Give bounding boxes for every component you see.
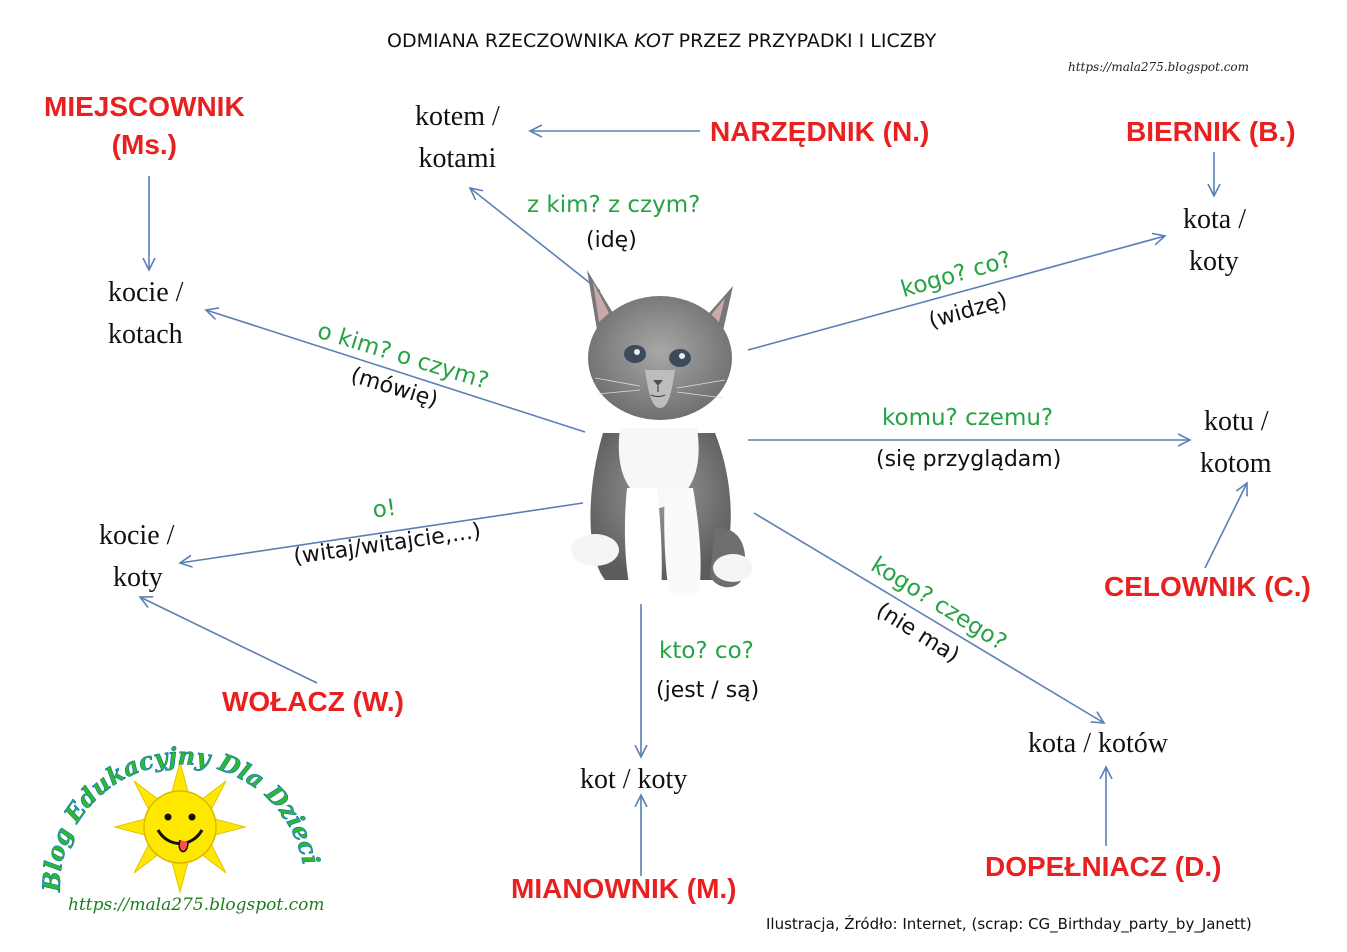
question-mianownik: kto? co?: [659, 638, 754, 664]
arrow-w-label: [140, 597, 318, 684]
case-narzednik: NARZĘDNIK (N.): [710, 116, 930, 147]
image-credit: Ilustracja, Źródło: Internet, (scrap: CG…: [766, 915, 1252, 933]
blog-url: https://mala275.blogspot.com: [1068, 60, 1250, 74]
arrow-to-ms: [206, 310, 586, 433]
case-biernik: BIERNIK (B.): [1126, 116, 1296, 147]
context-celownik: (się przyglądam): [876, 447, 1062, 472]
case-dopelniacz: DOPEŁNIACZ (D.): [985, 851, 1222, 882]
form-biernik: kota / koty: [1183, 204, 1246, 277]
kitten-illustration: [571, 270, 753, 593]
blog-logo: Blog Edukacyjny Dla Dzieci https://mala2…: [36, 741, 326, 915]
arrow-to-b: [747, 236, 1165, 351]
case-miejscownik-abbr: (Ms.): [111, 129, 177, 160]
arrow-to-n: [470, 188, 601, 292]
form-dopelniacz: kota / kotów: [1028, 728, 1168, 759]
arrow-to-w: [180, 502, 584, 563]
question-wolacz: o!: [371, 494, 398, 524]
question-narzednik: z kim? z czym?: [527, 192, 701, 218]
case-miejscownik-name: MIEJSCOWNIK: [44, 91, 245, 122]
page-title: ODMIANA RZECZOWNIKA KOT PRZEZ PRZYPADKI …: [387, 30, 937, 52]
form-narzednik: kotem / kotami: [415, 101, 500, 174]
arrow-to-d: [753, 512, 1104, 723]
case-celownik: CELOWNIK (C.): [1104, 571, 1311, 602]
arrow-c-label: [1204, 483, 1247, 569]
question-celownik: komu? czemu?: [882, 405, 1054, 431]
form-celownik: kotu / kotom: [1200, 406, 1272, 479]
logo-url: https://mala275.blogspot.com: [68, 895, 324, 915]
form-miejscownik: kocie / kotach: [108, 277, 184, 350]
context-mianownik: (jest / są): [656, 678, 760, 703]
sun-icon: [113, 760, 247, 894]
form-mianownik: kot / koty: [580, 764, 688, 795]
form-wolacz: kocie / koty: [99, 520, 175, 593]
case-mianownik: MIANOWNIK (M.): [511, 873, 737, 904]
context-narzednik: (idę): [586, 228, 637, 253]
case-wolacz: WOŁACZ (W.): [222, 686, 404, 717]
case-miejscownik: MIEJSCOWNIK (Ms.): [44, 91, 245, 161]
